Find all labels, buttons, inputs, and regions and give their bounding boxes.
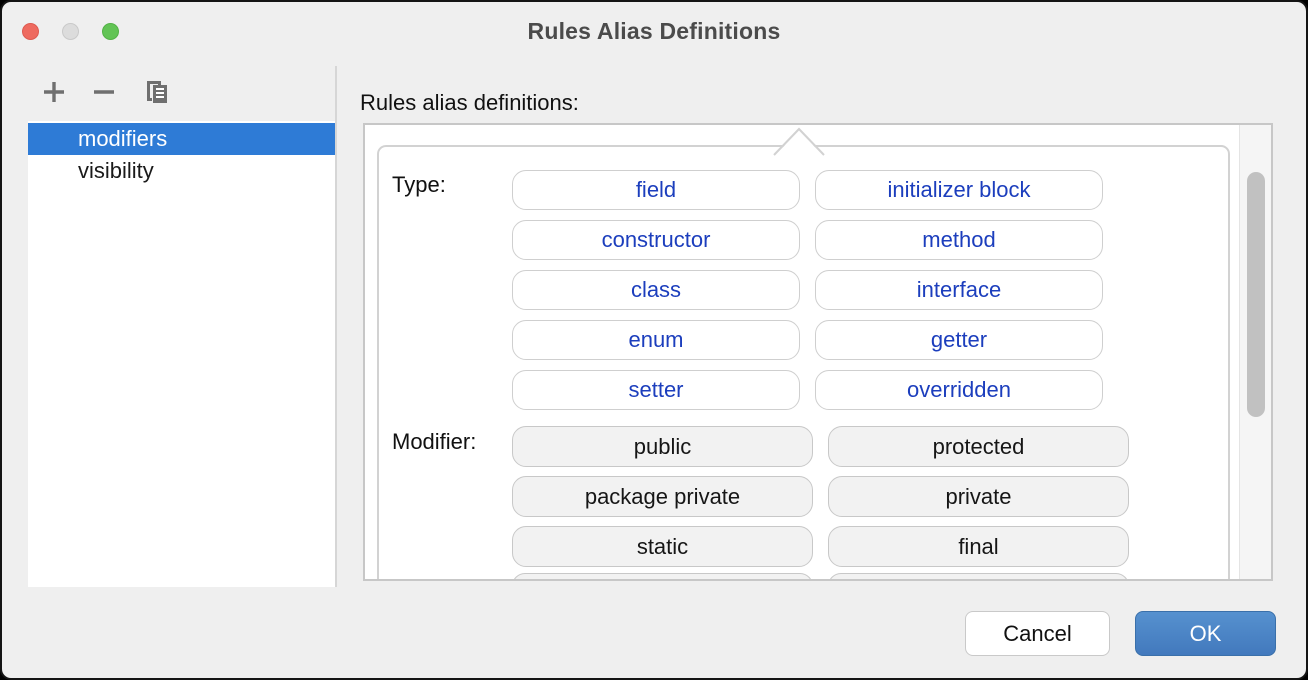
minus-icon <box>91 79 117 105</box>
scrollbar-thumb[interactable] <box>1247 172 1265 417</box>
zoom-window-button[interactable] <box>102 23 119 40</box>
type-token-method[interactable]: method <box>815 220 1103 260</box>
modifier-token-protected[interactable]: protected <box>828 426 1129 467</box>
type-token-enum[interactable]: enum <box>512 320 800 360</box>
type-token-constructor[interactable]: constructor <box>512 220 800 260</box>
clipped-token <box>828 573 1129 579</box>
type-token-overridden[interactable]: overridden <box>815 370 1103 410</box>
remove-alias-button[interactable] <box>91 79 117 105</box>
modifier-token-private[interactable]: private <box>828 476 1129 517</box>
vertical-scrollbar[interactable] <box>1239 125 1271 579</box>
type-token-initializer-block[interactable]: initializer block <box>815 170 1103 210</box>
duplicate-icon <box>143 79 169 107</box>
modifier-token-static[interactable]: static <box>512 526 813 567</box>
list-item-visibility[interactable]: visibility <box>78 158 154 183</box>
cancel-button[interactable]: Cancel <box>965 611 1110 656</box>
token-grid-modifier: public protected package private private sta… <box>512 426 1129 567</box>
alias-list: modifiers visibility <box>28 121 335 587</box>
modifier-token-public[interactable]: public <box>512 426 813 467</box>
type-token-interface[interactable]: interface <box>815 270 1103 310</box>
ok-button[interactable]: OK <box>1135 611 1276 656</box>
list-item-modifiers[interactable]: modifiers <box>28 123 335 155</box>
type-token-field[interactable]: field <box>512 170 800 210</box>
balloon-caret-icon <box>773 127 825 157</box>
modifier-section-label: Modifier: <box>392 429 477 454</box>
clipped-token-row <box>512 573 1129 579</box>
window-title: Rules Alias Definitions <box>527 18 781 44</box>
sidebar-divider <box>335 66 337 587</box>
modifier-token-package-private[interactable]: package private <box>512 476 813 517</box>
clipped-token <box>512 573 813 579</box>
type-token-getter[interactable]: getter <box>815 320 1103 360</box>
close-window-button[interactable] <box>22 23 39 40</box>
modifier-token-final[interactable]: final <box>828 526 1129 567</box>
type-token-class[interactable]: class <box>512 270 800 310</box>
add-alias-button[interactable] <box>41 79 67 105</box>
alias-editor-panel: Type: field initializer block constructor m… <box>363 123 1273 581</box>
duplicate-alias-button[interactable] <box>143 79 169 105</box>
type-token-setter[interactable]: setter <box>512 370 800 410</box>
minimize-window-button[interactable] <box>62 23 79 40</box>
rules-alias-definitions-label: Rules alias definitions: <box>360 90 579 115</box>
type-section-label: Type: <box>392 172 446 197</box>
plus-icon <box>41 79 67 105</box>
titlebar[interactable]: Rules Alias Definitions <box>2 2 1306 62</box>
